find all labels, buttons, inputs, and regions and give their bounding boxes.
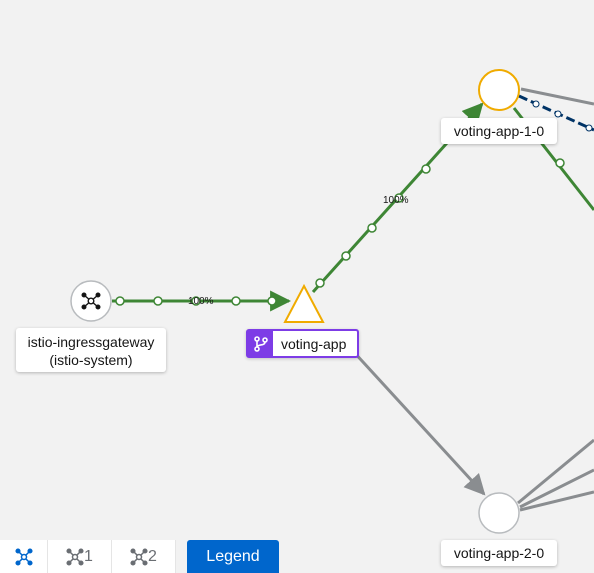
voting-app-node-label: voting-app xyxy=(246,329,359,358)
topology-icon xyxy=(14,547,33,566)
node-voting-app[interactable] xyxy=(283,283,325,323)
edge-v20-out-1[interactable] xyxy=(517,438,594,505)
service-mesh-node-icon xyxy=(81,292,101,310)
edge-app-to-v20[interactable] xyxy=(350,348,486,496)
gateway-node-label: istio-ingressgateway (istio-system) xyxy=(16,328,166,372)
gateway-name: istio-ingressgateway xyxy=(27,334,155,350)
voting-app-2-0-label: voting-app-2-0 xyxy=(441,540,557,566)
edge-v20-out-2[interactable] xyxy=(519,468,594,509)
edge-label-gateway-to-app: 100% xyxy=(188,296,214,307)
edge-label-app-to-v10: 100% xyxy=(383,195,409,206)
topology-icon xyxy=(130,547,148,566)
node-voting-app-2-0[interactable] xyxy=(478,492,520,534)
edge-v20-out-3[interactable] xyxy=(519,490,594,512)
edge-v10-out-gray[interactable] xyxy=(520,87,594,106)
voting-app-1-0-label: voting-app-1-0 xyxy=(441,118,557,144)
topology-icon xyxy=(66,547,84,566)
namespace-layout-1-count: 1 xyxy=(84,547,93,565)
graph-toolbar: 1 2 xyxy=(0,540,176,573)
voting-app-label: voting-app xyxy=(281,335,347,352)
graph-layout-button[interactable] xyxy=(0,540,48,573)
legend-button[interactable]: Legend xyxy=(187,540,279,573)
code-branch-icon xyxy=(248,331,273,356)
traffic-dots xyxy=(115,126,565,306)
namespace-layout-2-count: 2 xyxy=(148,547,157,565)
namespace-layout-1-button[interactable]: 1 xyxy=(48,540,112,573)
node-voting-app-1-0[interactable] xyxy=(478,69,520,111)
gateway-namespace: (istio-system) xyxy=(49,352,133,368)
namespace-layout-2-button[interactable]: 2 xyxy=(112,540,176,573)
